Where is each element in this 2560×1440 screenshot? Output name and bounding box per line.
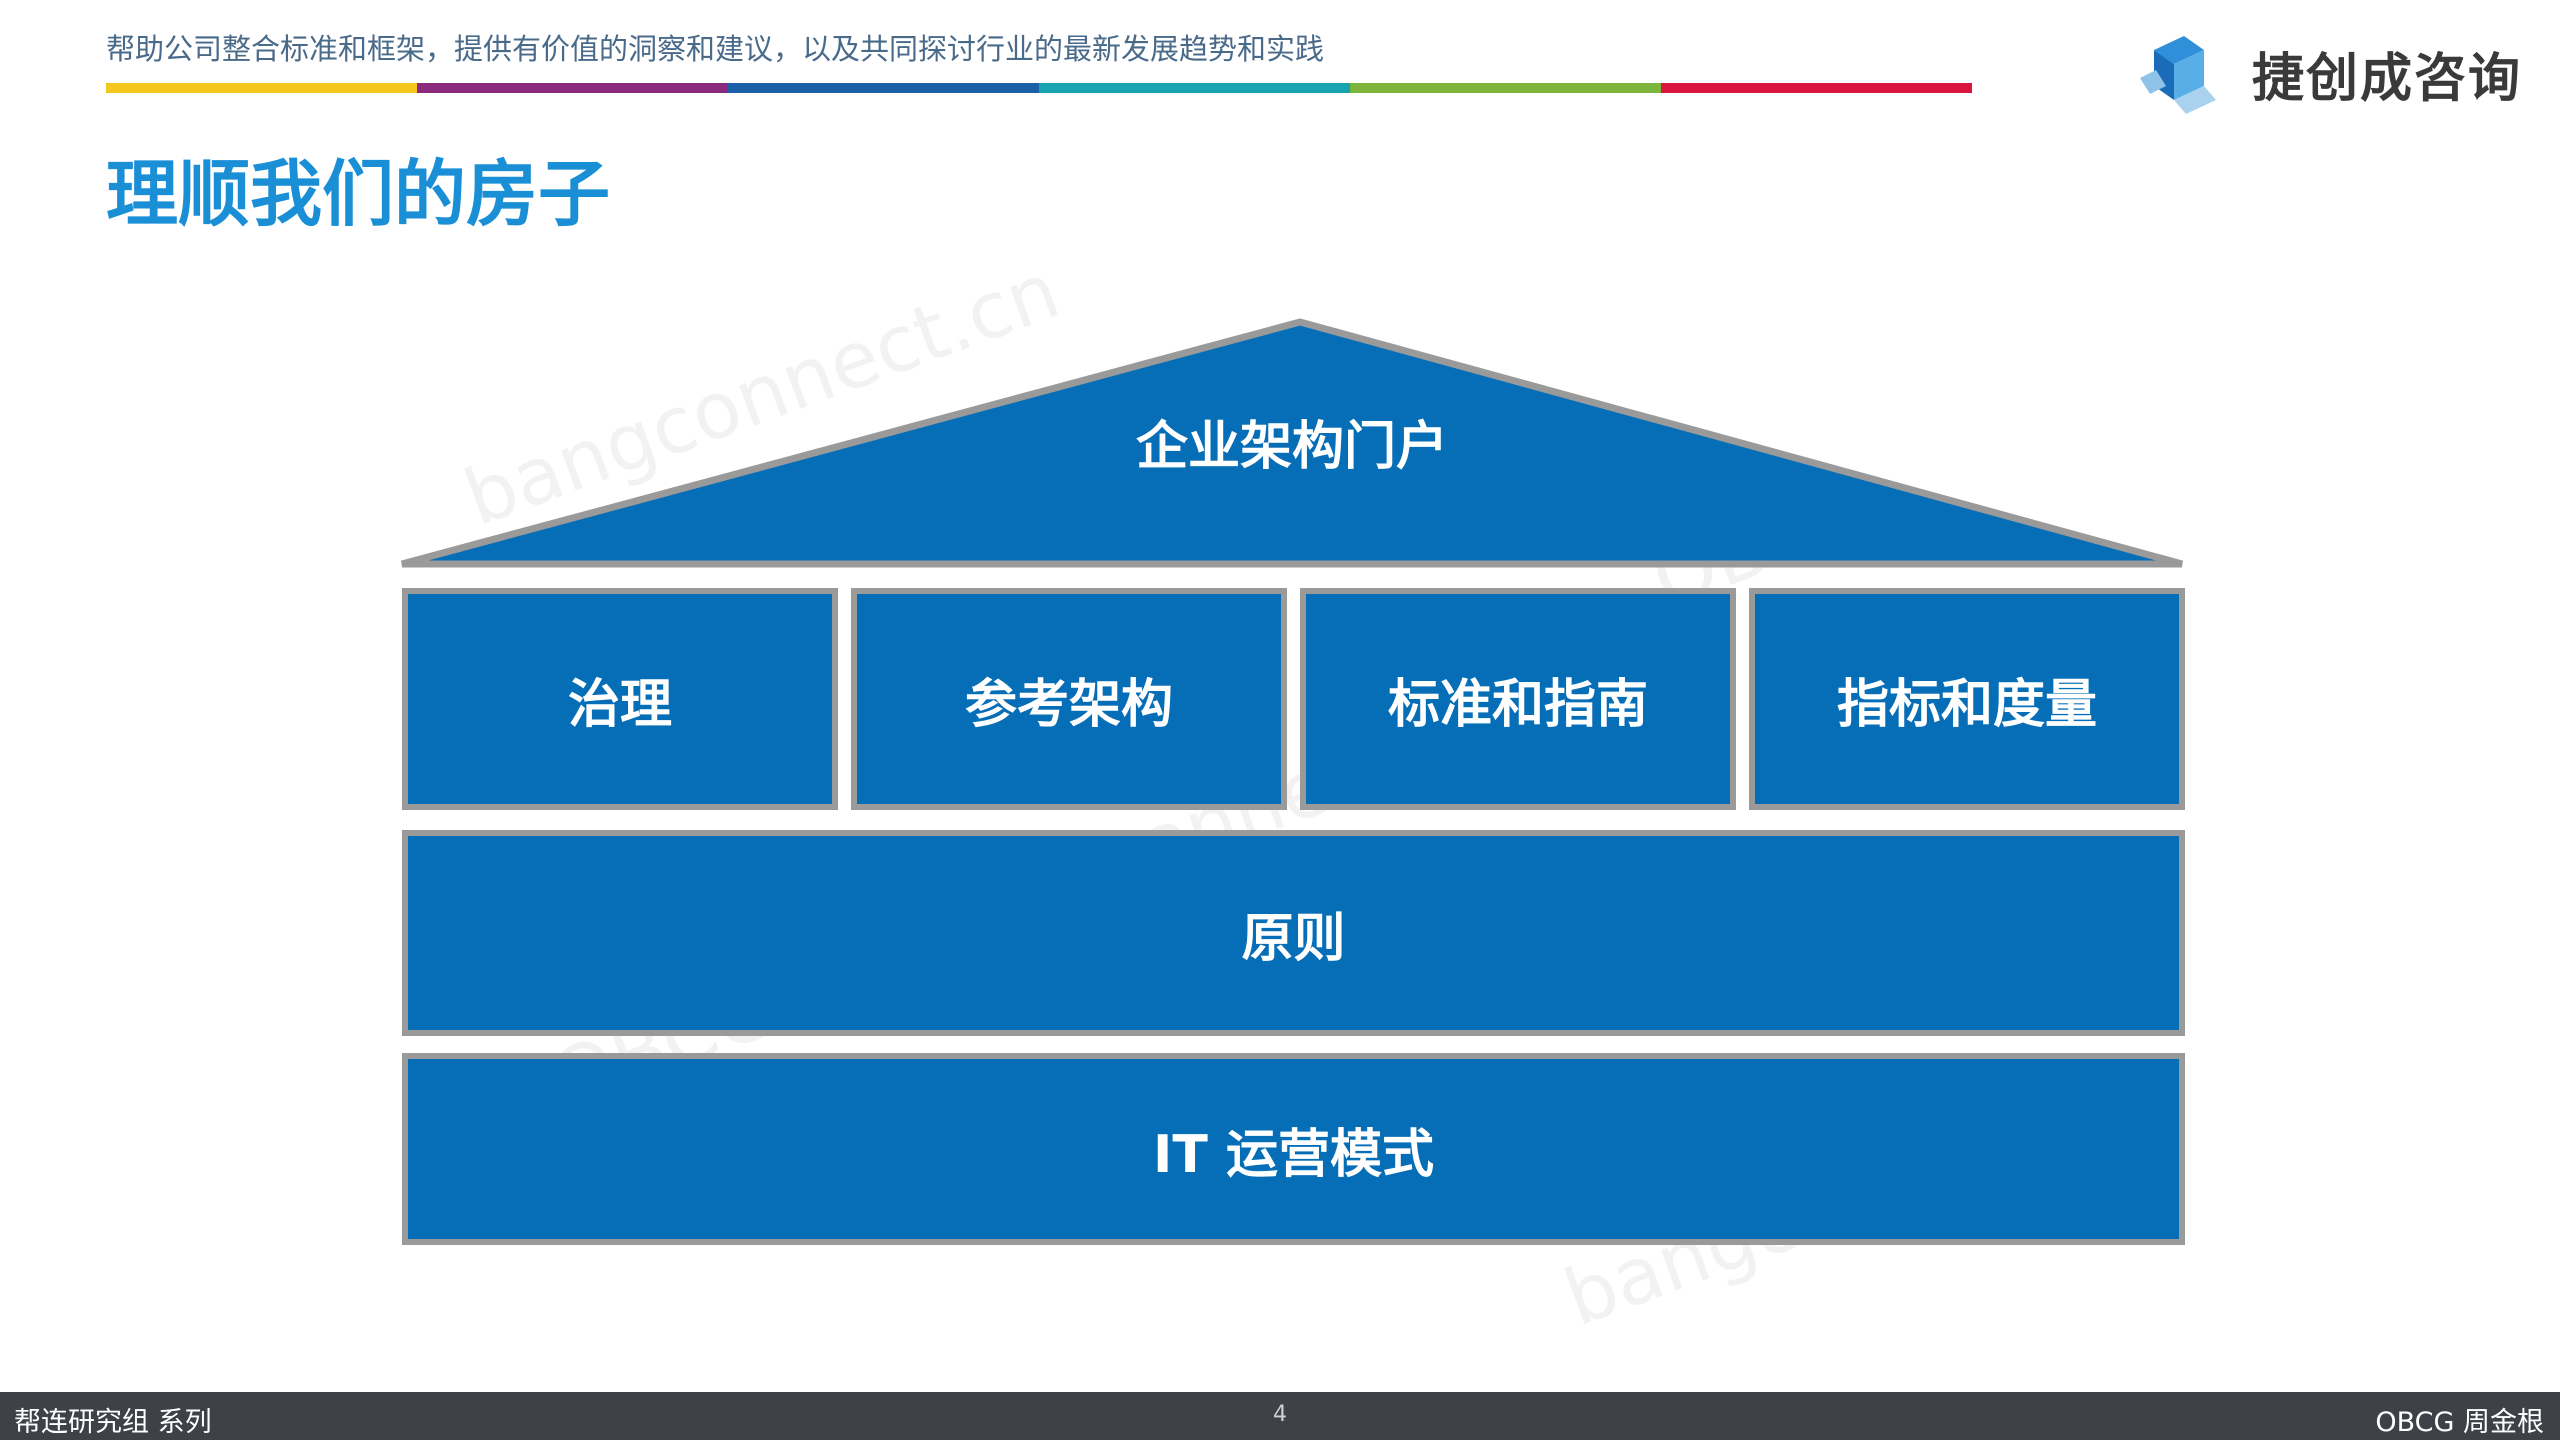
- rule-segment-red: [1661, 83, 1972, 93]
- company-logo: 捷创成咨询: [2134, 28, 2534, 118]
- footer-author: OBCG 周金根: [2375, 1407, 2544, 1438]
- it-operating-model-band: IT 运营模式: [402, 1053, 2185, 1245]
- header-tagline: 帮助公司整合标准和框架，提供有价值的洞察和建议，以及共同探讨行业的最新发展趋势和…: [106, 32, 1325, 66]
- page-title: 理顺我们的房子: [106, 152, 611, 236]
- pillar-standards-guidelines: 标准和指南: [1300, 588, 1736, 810]
- footer-series: 帮连研究组 系列: [14, 1407, 212, 1438]
- rule-segment-purple: [417, 83, 728, 93]
- pillar-metrics-measures: 指标和度量: [1749, 588, 2185, 810]
- cube-logo-icon: [2140, 36, 2216, 114]
- footer-bar: 帮连研究组 系列 4 OBCG 周金根: [0, 1392, 2560, 1440]
- rule-segment-blue: [728, 83, 1039, 93]
- rule-segment-yellow: [106, 83, 417, 93]
- rule-segment-green: [1350, 83, 1661, 93]
- roof-label: 企业架构门户: [1135, 417, 1448, 477]
- roof-shape: [401, 318, 2183, 568]
- pillar-reference-architecture: 参考架构: [851, 588, 1287, 810]
- rule-segment-teal: [1039, 83, 1350, 93]
- color-rule: [106, 83, 1972, 93]
- logo-text: 捷创成咨询: [2252, 48, 2523, 109]
- page-number: 4: [1273, 1402, 1287, 1427]
- principles-band: 原则: [402, 830, 2185, 1036]
- pillar-governance: 治理: [402, 588, 838, 810]
